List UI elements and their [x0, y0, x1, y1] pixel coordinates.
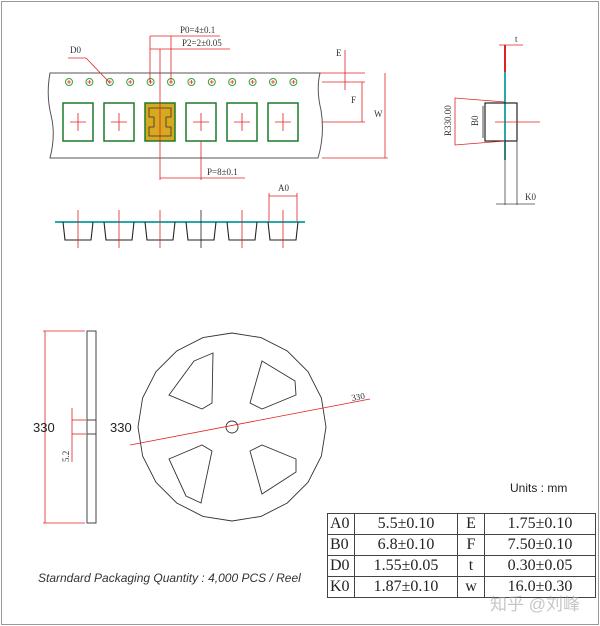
- w-label: W: [374, 109, 383, 119]
- reel-front-view: [137, 332, 327, 522]
- hole-center-mark: [209, 80, 214, 84]
- spec-cell-k2: E: [457, 513, 485, 535]
- reel-side-view: [43, 330, 97, 524]
- spec-cell-k1: B0: [327, 534, 355, 556]
- reel-diameter-small-label: 330: [351, 391, 367, 403]
- spec-cell-v2: 0.30±0.05: [484, 555, 596, 577]
- p2-label: P2=2±0.05: [182, 38, 222, 48]
- reel-diameter-label: 330: [110, 420, 132, 435]
- spec-cell-v1: 1.55±0.05: [354, 555, 458, 577]
- spec-cell-k1: D0: [327, 555, 355, 577]
- spec-cell-v1: 6.8±0.10: [354, 534, 458, 556]
- dimension-lines: [68, 35, 388, 222]
- tape-cross-section: [454, 44, 540, 205]
- pocket-center-mark: [275, 113, 291, 131]
- spec-cell-k2: w: [457, 576, 485, 598]
- f-label: F: [351, 95, 356, 105]
- hole-center-mark: [128, 80, 133, 84]
- p-label: P=8±0.1: [207, 167, 238, 177]
- t-label: t: [515, 34, 518, 44]
- watermark: 知乎 @刘峰: [490, 595, 580, 614]
- hole-center-mark: [291, 80, 296, 84]
- packaging-quantity-caption: Starndard Packaging Quantity : 4,000 PCS…: [38, 571, 301, 585]
- reel-height-label: 330: [33, 420, 55, 435]
- hole-center-mark: [148, 80, 153, 84]
- pocket-center-mark: [193, 113, 209, 131]
- component-pads: [148, 107, 172, 137]
- hole-center-mark: [271, 80, 275, 84]
- spec-cell-v2: 16.0±0.30: [484, 576, 596, 598]
- spec-cell-v2: 7.50±0.10: [484, 534, 596, 556]
- p0-label: P0=4±0.1: [180, 25, 215, 35]
- hole-center-mark: [250, 80, 255, 84]
- hole-center-mark: [87, 80, 92, 84]
- r-label: R330.00: [443, 105, 453, 136]
- spec-cell-k2: t: [457, 555, 485, 577]
- pocket-center-mark: [111, 113, 127, 131]
- k0-label: K0: [525, 192, 536, 202]
- a0-label: A0: [278, 183, 289, 193]
- pocket-center-mark: [234, 113, 250, 131]
- spec-cell-k1: A0: [327, 513, 355, 535]
- spec-cell-v2: 1.75±0.10: [484, 513, 596, 535]
- spec-cell-k2: F: [457, 534, 485, 556]
- e-label: E: [336, 48, 342, 58]
- hole-center-mark: [230, 80, 235, 84]
- spec-cell-v1: 1.87±0.10: [354, 576, 458, 598]
- pocket-center-mark: [70, 113, 86, 131]
- tape-side-view: [55, 210, 305, 248]
- reel-diameter-line: [129, 398, 371, 446]
- d0-label: D0: [70, 45, 81, 55]
- hole-center-mark: [67, 80, 71, 84]
- spec-cell-k1: K0: [327, 576, 355, 598]
- hub-width-label: 5.2: [61, 451, 71, 462]
- units-label: Units : mm: [510, 481, 568, 495]
- tape-top-view: [47, 72, 323, 159]
- b0-label: B0: [470, 115, 480, 126]
- spec-cell-v1: 5.5±0.10: [354, 513, 458, 535]
- hole-center-mark: [189, 80, 194, 84]
